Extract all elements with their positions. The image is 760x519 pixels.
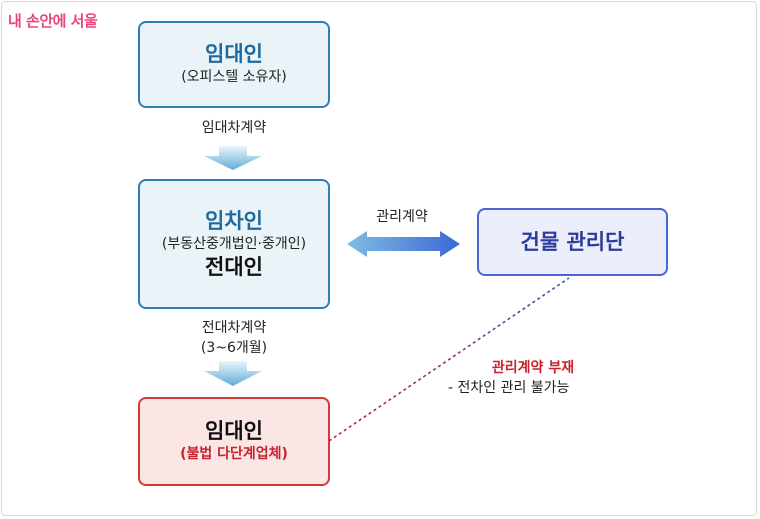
seoul-logo: 내 손안에 서울 (8, 12, 98, 30)
sublessor-subtitle: (불법 다단계업체) (180, 446, 288, 463)
sublessor-title: 임대인 (205, 419, 263, 444)
building-management-box: 건물 관리단 (477, 208, 668, 276)
mgmt-contract-label: 관리계약 (376, 209, 428, 225)
missing-contract-note: 관리계약 부재 - 전차인 관리 불가능 (448, 358, 618, 398)
sublease-label-line2: (3~6개월) (200, 340, 268, 356)
landlord-box: 임대인 (오피스텔 소유자) (138, 21, 330, 108)
building-title: 건물 관리단 (520, 229, 625, 254)
sublease-label-line1: 전대차계약 (201, 320, 267, 336)
tenant-box: 임차인 (부동산중개법인·중개인) 전대인 (138, 179, 330, 309)
missing-contract-detail: - 전차인 관리 불가능 (448, 380, 570, 396)
sublessor-role-title: 전대인 (205, 255, 263, 280)
tenant-title: 임차인 (205, 208, 263, 233)
tenant-subtitle: (부동산중개법인·중개인) (161, 235, 307, 252)
sublease-arrow (204, 361, 262, 386)
illegal-sublessor-box: 임대인 (불법 다단계업체) (138, 397, 330, 486)
missing-contract-dashed-line (328, 277, 570, 442)
lease-arrow (204, 146, 262, 170)
landlord-subtitle: (오피스텔 소유자) (181, 69, 287, 86)
mgmt-contract-arrow (347, 231, 460, 257)
lease-label: 임대차계약 (201, 120, 267, 136)
landlord-title: 임대인 (205, 42, 263, 67)
sublease-label: 전대차계약 (3~6개월) (138, 318, 330, 358)
missing-contract-title: 관리계약 부재 (491, 360, 575, 376)
